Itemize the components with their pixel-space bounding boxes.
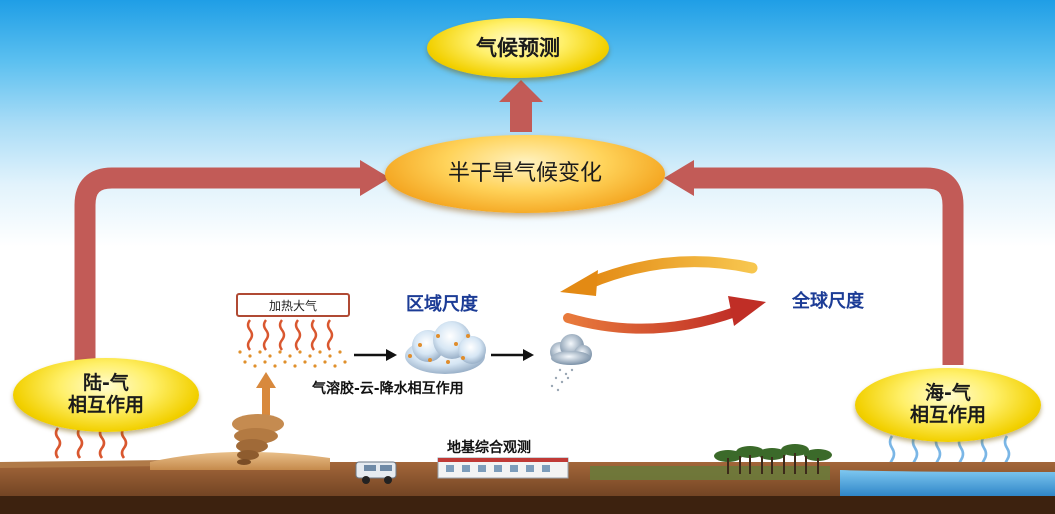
station-building-icon bbox=[437, 457, 569, 479]
rising-dust-arrow-icon bbox=[256, 372, 276, 415]
heating-atmosphere-box: 加热大气 bbox=[236, 293, 350, 317]
regional-scale-label: 区域尺度 bbox=[406, 294, 478, 315]
heat-wave-icon bbox=[246, 319, 334, 351]
semi-arid-climate-change-label: 半干旱气候变化 bbox=[447, 161, 602, 187]
heating-atmosphere-label: 加热大气 bbox=[268, 298, 317, 313]
climate-forecast-node: 气候预测 bbox=[427, 18, 609, 78]
cloud-icon bbox=[405, 321, 486, 374]
van-icon bbox=[355, 461, 397, 484]
aerosol-cloud-precip-label: 气溶胶-云-降水相互作用 bbox=[312, 381, 464, 397]
land-air-label-line1: 陆-气 bbox=[83, 372, 129, 395]
land-air-label-line2: 相互作用 bbox=[67, 394, 144, 416]
global-scale-label: 全球尺度 bbox=[792, 291, 864, 312]
sea-air-label-line1: 海-气 bbox=[925, 382, 971, 405]
process-arrow-1 bbox=[354, 349, 397, 361]
dust-devil-icon bbox=[232, 414, 284, 465]
land-air-interaction-node: 陆-气 相互作用 bbox=[13, 358, 199, 432]
ground-strip bbox=[0, 451, 1055, 514]
sea-air-interaction-node: 海-气 相互作用 bbox=[855, 368, 1041, 442]
sea-air-label-line2: 相互作用 bbox=[909, 404, 986, 426]
land-heat-wave-icon bbox=[54, 427, 128, 459]
curved-arrow-to-global bbox=[563, 296, 766, 334]
climate-forecast-label: 气候预测 bbox=[476, 35, 560, 60]
process-arrow-2 bbox=[491, 349, 534, 361]
right-frame-arrow bbox=[664, 160, 964, 365]
curved-arrow-to-regional bbox=[560, 256, 758, 296]
semi-arid-climate-change-node: 半干旱气候变化 bbox=[385, 135, 665, 213]
tree-icon bbox=[714, 444, 832, 474]
ground-observation-label: 地基综合观测 bbox=[447, 440, 531, 456]
up-arrow-icon bbox=[499, 80, 543, 132]
aerosol-particles bbox=[238, 350, 347, 368]
rain-cloud-icon bbox=[550, 334, 592, 392]
left-frame-arrow bbox=[74, 160, 390, 365]
